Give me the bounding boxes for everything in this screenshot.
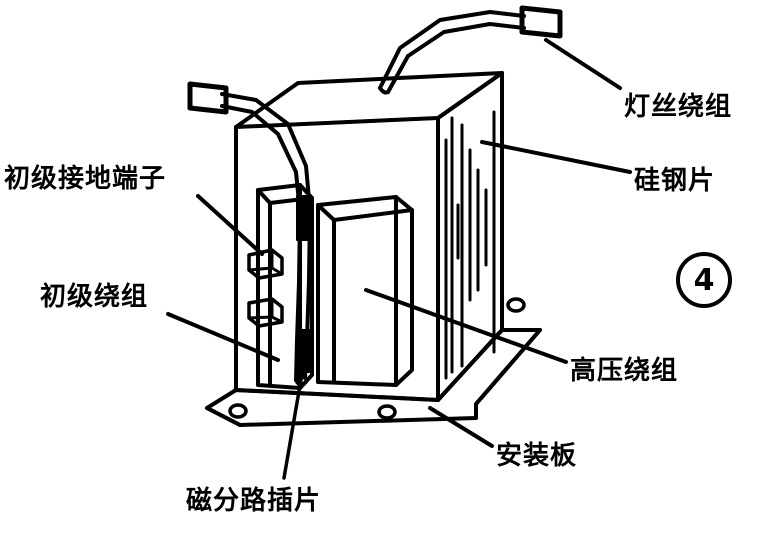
label-magnetic-shunt-insert: 磁分路插片 bbox=[186, 486, 322, 516]
ground-terminal-tab-lower bbox=[247, 297, 284, 328]
mounting-plate bbox=[205, 328, 542, 427]
label-silicon-steel-sheet: 硅钢片 bbox=[634, 166, 716, 196]
mounting-hole-front-left bbox=[228, 403, 248, 419]
label-filament-winding: 灯丝绕组 bbox=[624, 92, 733, 122]
figure-number-badge: 4 bbox=[676, 252, 732, 308]
label-mounting-plate: 安装板 bbox=[496, 441, 578, 471]
label-primary-winding: 初级绕组 bbox=[40, 282, 149, 312]
leader-primary-winding bbox=[166, 312, 280, 362]
leader-high-voltage-winding bbox=[364, 288, 568, 364]
mounting-hole-front-right bbox=[377, 404, 397, 420]
label-high-voltage-winding: 高压绕组 bbox=[570, 356, 679, 386]
label-primary-ground-terminal: 初级接地端子 bbox=[4, 164, 167, 194]
leader-silicon-steel-sheet bbox=[480, 140, 632, 174]
leader-lines bbox=[166, 38, 632, 480]
left-terminal-connector bbox=[187, 81, 229, 115]
ground-terminal-tab-upper bbox=[247, 248, 284, 280]
leader-filament-winding bbox=[544, 38, 622, 90]
mounting-hole-rear-right bbox=[506, 297, 526, 313]
lamination-hatching bbox=[444, 110, 496, 380]
top-lead-wire bbox=[378, 10, 526, 95]
leader-magnetic-shunt-insert bbox=[282, 366, 305, 480]
leader-primary-ground-terminal bbox=[196, 194, 264, 256]
leader-mounting-plate bbox=[428, 406, 494, 448]
mounting-holes bbox=[228, 297, 526, 420]
high-voltage-coil-bobbin bbox=[316, 195, 414, 387]
top-terminal-connector bbox=[519, 5, 563, 39]
